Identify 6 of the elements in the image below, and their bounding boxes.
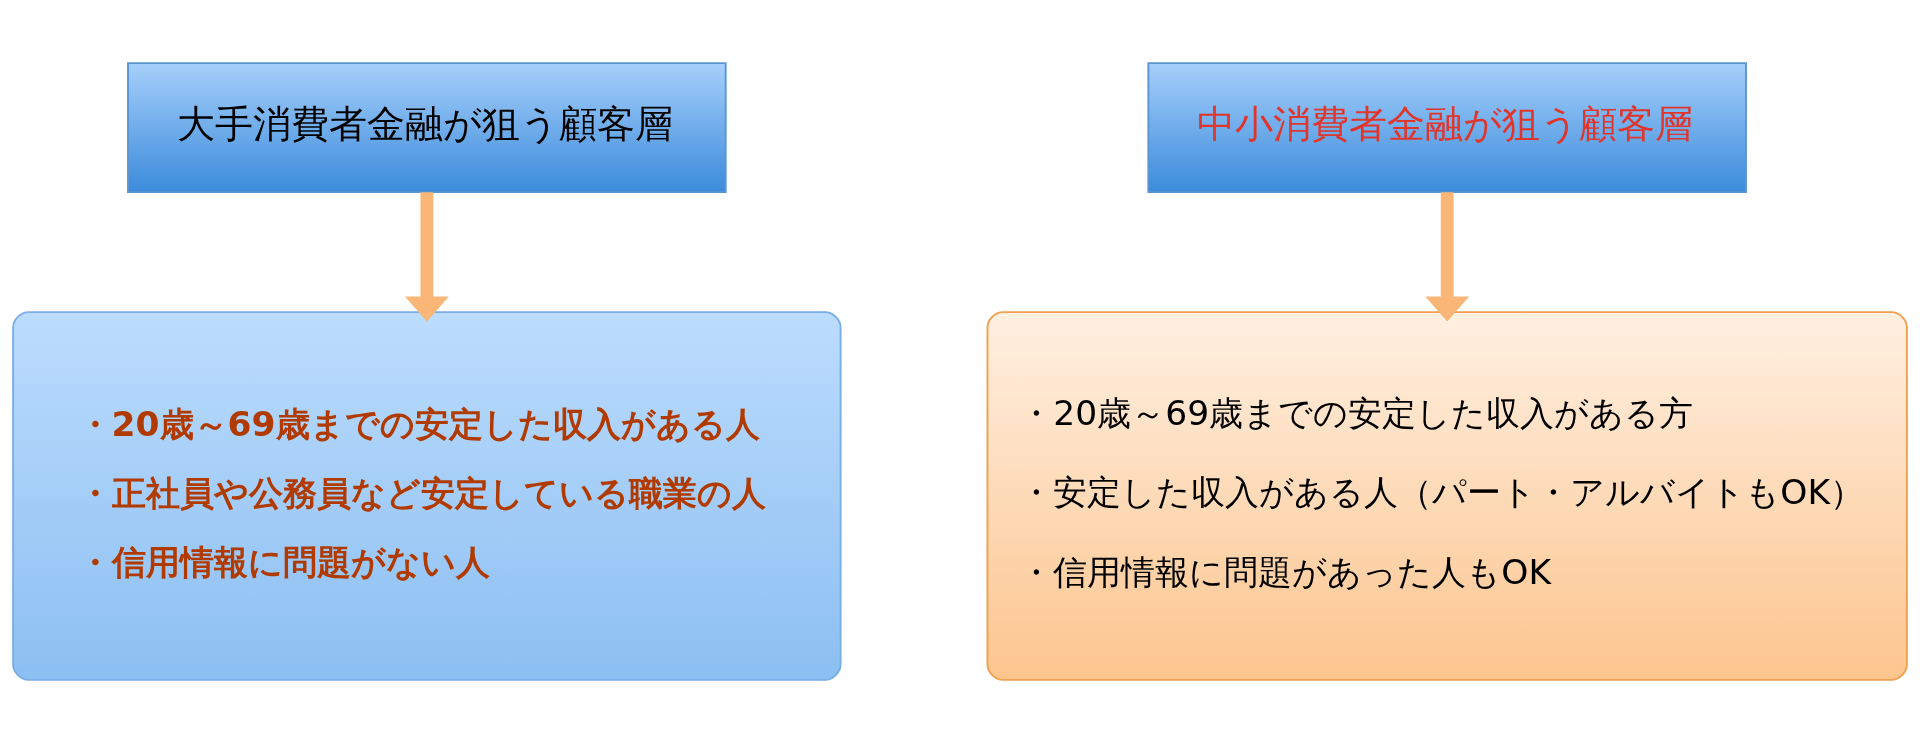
arrow — [1425, 192, 1470, 322]
arrow — [404, 192, 449, 322]
node-box: 中小消費者金融が狙う顧客層 — [1147, 62, 1747, 194]
node-box: ・20歳～69歳までの安定した収入がある方 ・安定した収入がある人（パート・アルバイトもOK） ・信用情報に問題があった人もOK — [986, 311, 1908, 681]
node-box: ・20歳～69歳までの安定した収入がある人 ・正社員や公務員など安定している職業の人 ・信用情報に問題がない人 — [12, 311, 842, 681]
node-box: 大手消費者金融が狙う顧客層 — [127, 62, 727, 194]
